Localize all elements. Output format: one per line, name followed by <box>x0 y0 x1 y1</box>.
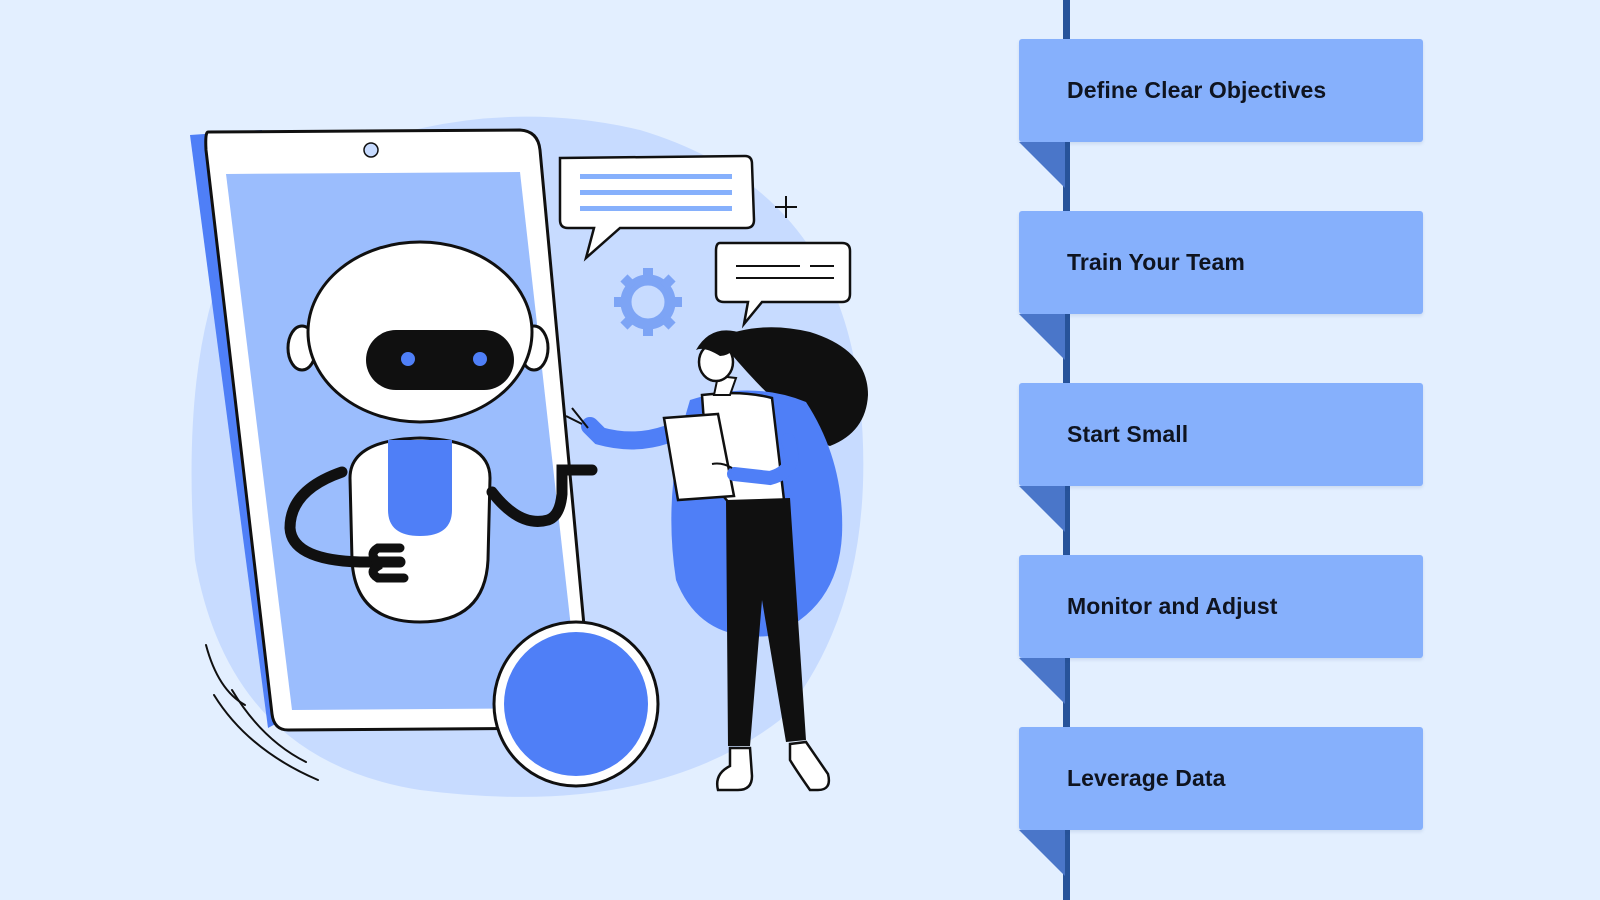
gear-icon <box>614 268 682 336</box>
step-fold-4 <box>1019 658 1065 704</box>
step-label: Monitor and Adjust <box>1067 593 1278 619</box>
motion-lines <box>205 644 319 781</box>
step-start-small: Start Small <box>1019 383 1423 486</box>
robot-icon <box>284 240 598 624</box>
step-define-clear-objectives: Define Clear Objectives <box>1019 39 1423 142</box>
step-label: Leverage Data <box>1067 765 1226 791</box>
step-label: Train Your Team <box>1067 249 1245 275</box>
sparkle-icon <box>775 196 797 218</box>
step-fold-2 <box>1019 314 1065 360</box>
step-monitor-and-adjust: Monitor and Adjust <box>1019 555 1423 658</box>
step-label: Define Clear Objectives <box>1067 77 1327 103</box>
chat-bubble-icon <box>558 154 756 262</box>
step-leverage-data: Leverage Data <box>1019 727 1423 830</box>
step-fold-1 <box>1019 142 1065 188</box>
chat-bubble-icon <box>714 241 852 329</box>
step-fold-3 <box>1019 486 1065 532</box>
step-fold-5 <box>1019 830 1065 876</box>
step-train-your-team: Train Your Team <box>1019 211 1423 314</box>
step-label: Start Small <box>1067 421 1189 447</box>
person-icon <box>565 327 868 792</box>
ai-chatbot-illustration <box>190 116 868 797</box>
